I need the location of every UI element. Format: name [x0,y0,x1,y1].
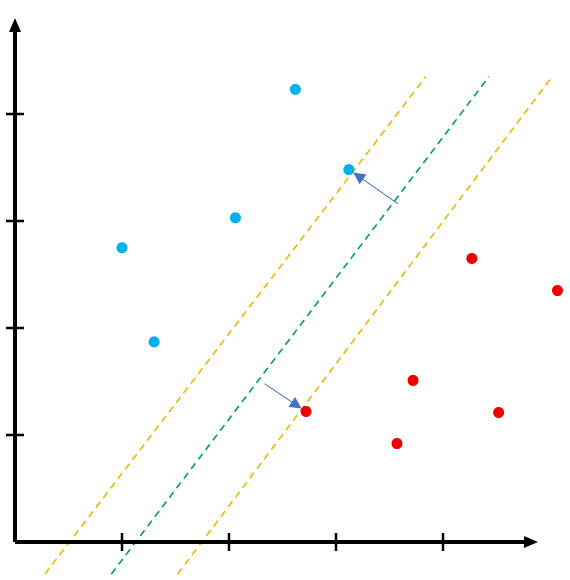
red-point [466,252,478,264]
blue-point [148,336,160,348]
margin-lower-line [177,76,553,575]
x-axis-arrowhead [524,536,538,548]
y-axis-arrowhead [9,18,21,32]
boundary-lines [44,76,553,575]
axes [6,18,538,551]
blue-point [343,164,355,176]
margin-upper-line [44,76,427,575]
red-point [551,285,563,297]
red-point [493,407,505,419]
blue-point [229,212,241,224]
data-points [116,83,563,450]
red-point [407,374,419,386]
blue-point [289,83,301,95]
support-vector-arrow [353,172,399,205]
red-point [300,405,312,417]
support-vector-arrow [264,383,302,409]
blue-point [116,242,128,254]
red-point [391,438,403,450]
support-vector-arrows [264,172,399,409]
decision-boundary-line [110,76,490,575]
